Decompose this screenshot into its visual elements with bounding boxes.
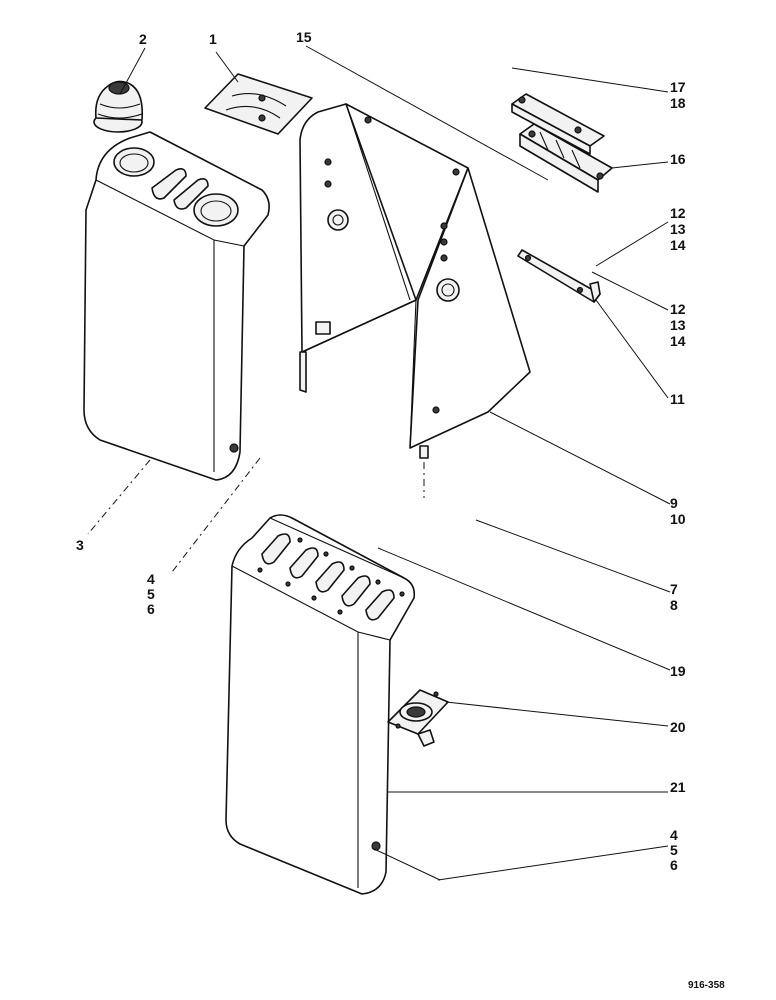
callout-16: 16	[670, 151, 686, 167]
callout-7-8: 7 8	[670, 581, 682, 613]
callout-12-13-14-lower: 12 13 14	[670, 301, 689, 349]
callout-15: 15	[296, 29, 312, 45]
callout-11: 11	[670, 391, 685, 407]
callout-21: 21	[670, 779, 686, 795]
drawing-reference-number: 916-358	[688, 980, 725, 991]
callout-2: 2	[139, 31, 147, 47]
callout-4-5-6-lower: 4 5 6	[670, 827, 682, 873]
switch-part	[387, 689, 449, 747]
upper-console-cover-part	[83, 131, 270, 481]
clamp-blocks-part	[511, 93, 613, 193]
callout-9-10: 9 10	[670, 495, 686, 527]
callout-17-18: 17 18	[670, 79, 689, 111]
lower-console-cover-part	[225, 514, 416, 895]
rubber-gaiter-part	[93, 80, 144, 133]
callout-12-13-14-upper: 12 13 14	[670, 205, 689, 253]
callout-1: 1	[209, 31, 217, 47]
gate-plate-part	[204, 73, 313, 135]
callout-4-5-6-upper: 4 5 6	[147, 571, 159, 617]
callout-20: 20	[670, 719, 686, 735]
mounting-bracket-part	[299, 103, 531, 459]
small-bracket-part	[517, 249, 601, 303]
callout-3: 3	[76, 537, 84, 553]
leader-lines	[87, 45, 671, 881]
callout-19: 19	[670, 663, 686, 679]
